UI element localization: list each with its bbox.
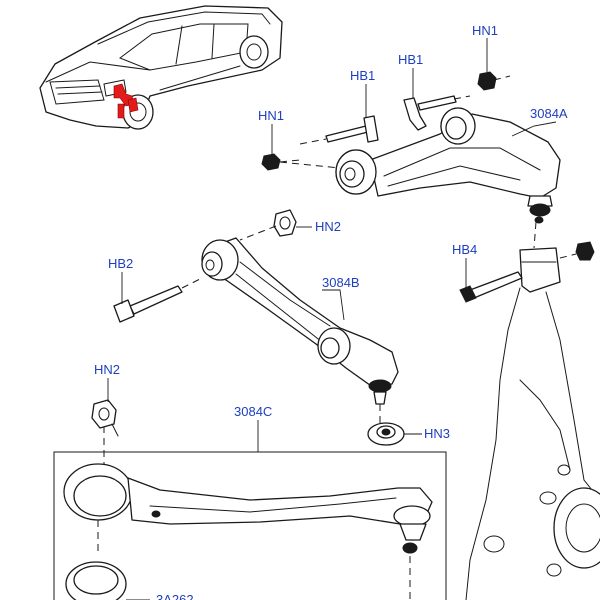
upper-control-arm-3084a <box>279 107 561 249</box>
callout-hb1-left: HB1 <box>398 52 423 67</box>
callout-hn2-lower: HN2 <box>94 362 120 377</box>
detail-frame-3084c <box>53 426 447 600</box>
callout-3084a: 3084A <box>530 106 568 121</box>
washer-hn3 <box>367 422 405 446</box>
callout-hn1-top: HN1 <box>472 23 498 38</box>
callout-3084b: 3084B <box>322 275 360 290</box>
nut-hn1-left <box>261 153 301 171</box>
callout-hb2: HB2 <box>108 256 133 271</box>
lower-arm-3084b <box>201 237 399 424</box>
callout-hn3: HN3 <box>424 426 450 441</box>
callout-hn1-left: HN1 <box>258 108 284 123</box>
callout-hb4: HB4 <box>452 242 477 257</box>
vehicle-locator-thumbnail <box>39 5 283 130</box>
bolt-hb1-rear <box>299 115 379 145</box>
bolt-hb2 <box>113 277 203 323</box>
steering-knuckle <box>459 241 600 600</box>
leader-lines <box>107 38 557 600</box>
bolt-hb1-front <box>403 95 471 131</box>
callout-hn2-upper: HN2 <box>315 219 341 234</box>
callout-labels: HN1 HB1 HB1 HN1 3084A HN2 HB2 3084B HB4 … <box>94 23 568 600</box>
nut-hn2-upper <box>239 209 297 241</box>
nut-hn1-top <box>477 71 511 91</box>
callout-3084c: 3084C <box>234 404 272 419</box>
callout-3a262: 3A262 <box>156 592 194 600</box>
nut-hn2-lower <box>91 399 119 437</box>
callout-hb1-right: HB1 <box>350 68 375 83</box>
